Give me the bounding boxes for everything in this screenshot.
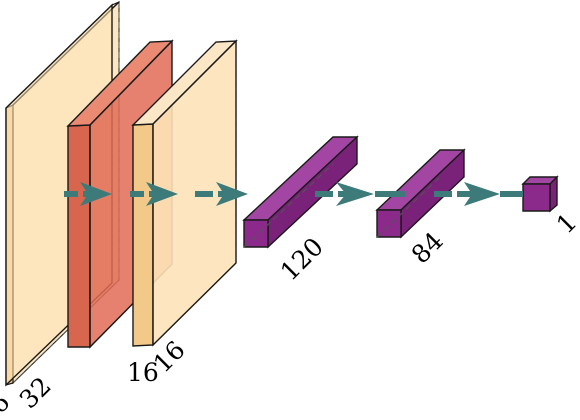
input-size-label: 32 bbox=[14, 371, 57, 414]
arrowhead-4 bbox=[336, 182, 374, 206]
output-label: 1 bbox=[551, 207, 580, 239]
input-depth-label: 6 bbox=[0, 387, 15, 419]
output-layer bbox=[521, 175, 559, 213]
fc-layer-120 bbox=[242, 135, 359, 249]
pool-layer bbox=[131, 39, 238, 347]
connection-arrows bbox=[64, 182, 523, 206]
fc2-label: 84 bbox=[406, 226, 449, 269]
arrowhead-6 bbox=[464, 182, 500, 206]
arrowhead-3 bbox=[216, 182, 248, 206]
fc1-label: 120 bbox=[275, 232, 329, 286]
pool-depth-label: 16 bbox=[127, 358, 159, 387]
arrowhead-2 bbox=[146, 182, 178, 206]
arrowhead-1 bbox=[80, 182, 112, 206]
